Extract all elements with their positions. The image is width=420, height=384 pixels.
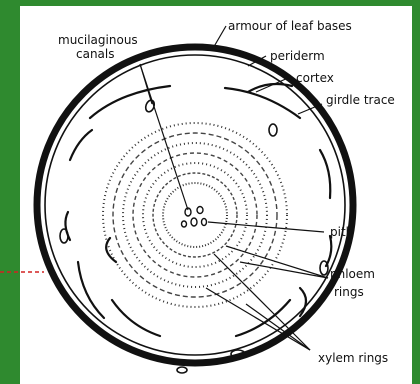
label-canals: canals [76,47,115,61]
label-girdle-trace: girdle trace [326,93,395,107]
label-mucilaginous: mucilaginous [58,33,138,47]
label-pith: pith [330,225,353,239]
label-periderm: periderm [270,49,325,63]
label-armour: armour of leaf bases [228,19,352,33]
label-xylem-rings: xylem rings [318,351,388,365]
label-phloem: phloem [330,267,375,281]
label-phloem-rings: rings [334,285,364,299]
label-cortex: cortex [296,71,334,85]
